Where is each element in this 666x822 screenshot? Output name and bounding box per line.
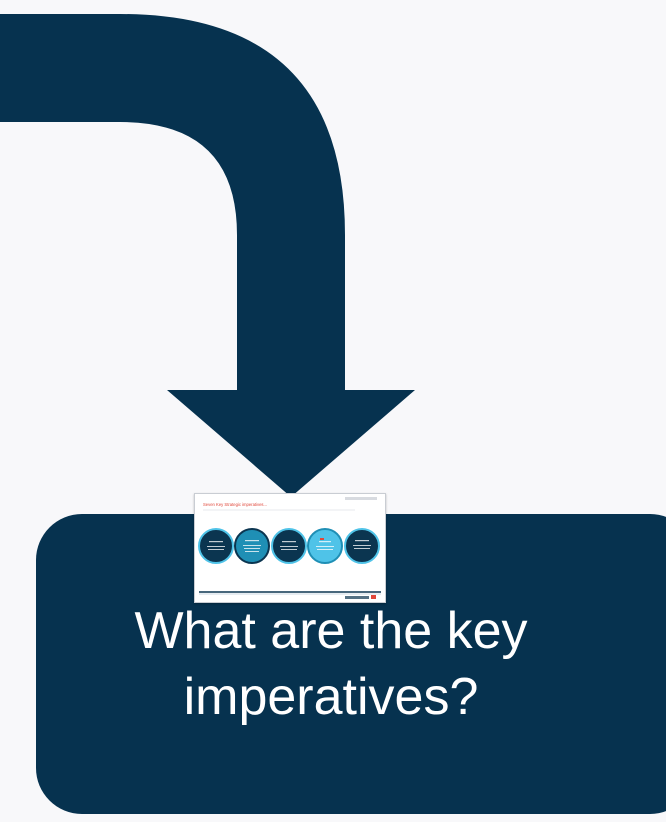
thumbnail-title: Seven Key Strategic imperatives... [203,502,267,507]
thumbnail-image: Seven Key Strategic imperatives... [195,494,385,602]
thumbnail-circles [198,528,380,564]
question-text: What are the key imperatives? [36,598,626,730]
question-line-2: imperatives? [183,668,479,726]
question-line-1: What are the key [134,602,528,660]
arrow-shape [0,14,415,497]
slide-thumbnail[interactable]: Seven Key Strategic imperatives... [194,493,386,603]
